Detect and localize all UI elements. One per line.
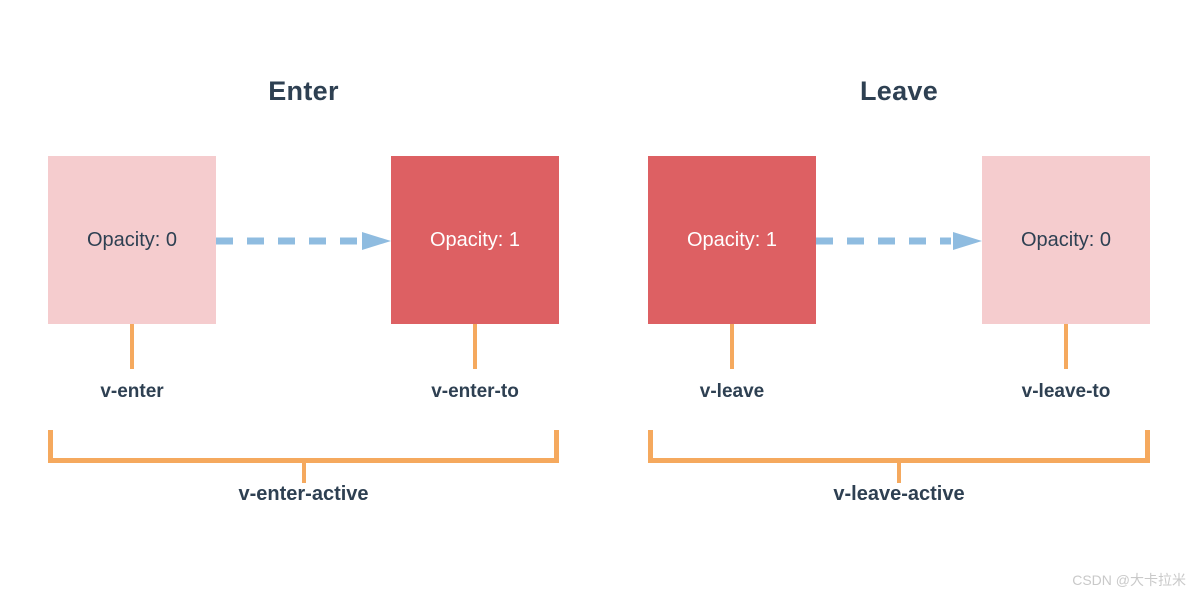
leave-to-opacity-text: Opacity: 0 (1020, 229, 1112, 251)
enter-bracket-right-arm (554, 430, 559, 463)
label-v-enter-active: v-enter-active (238, 483, 369, 505)
leave-bracket-left-arm (648, 430, 653, 463)
leave-to-state-box: Opacity: 0 (982, 156, 1150, 324)
enter-transition-arrow (216, 231, 391, 251)
leave-arrow-head-icon (953, 232, 982, 250)
leave-to-connector-stem (1064, 324, 1068, 369)
enter-arrow-head-icon (362, 232, 391, 250)
enter-bracket-left-arm (48, 430, 53, 463)
leave-bracket-bar (648, 458, 1150, 463)
label-v-enter: v-enter (100, 381, 164, 402)
watermark-text: CSDN @大卡拉米 (1072, 572, 1186, 588)
label-v-leave: v-leave (699, 381, 765, 402)
enter-bracket-bar (48, 458, 559, 463)
label-v-enter-to: v-enter-to (431, 381, 519, 402)
label-v-leave-to: v-leave-to (1021, 381, 1111, 402)
leave-active-bracket (648, 430, 1150, 483)
enter-to-state-box: Opacity: 1 (391, 156, 559, 324)
enter-to-opacity-text: Opacity: 1 (429, 229, 521, 251)
label-v-leave-active: v-leave-active (833, 483, 965, 505)
enter-from-opacity-text: Opacity: 0 (86, 229, 178, 251)
enter-from-connector-stem (130, 324, 134, 369)
enter-from-state-box: Opacity: 0 (48, 156, 216, 324)
enter-active-bracket (48, 430, 559, 483)
leave-bracket-center-tick (897, 463, 901, 483)
leave-from-state-box: Opacity: 1 (648, 156, 816, 324)
leave-bracket-right-arm (1145, 430, 1150, 463)
leave-from-connector-stem (730, 324, 734, 369)
leave-from-opacity-text: Opacity: 1 (686, 229, 778, 251)
leave-transition-arrow (816, 231, 982, 251)
enter-section-title: Enter (268, 76, 339, 106)
leave-section-title: Leave (859, 76, 939, 106)
enter-bracket-center-tick (301, 463, 306, 483)
enter-to-connector-stem (473, 324, 477, 369)
